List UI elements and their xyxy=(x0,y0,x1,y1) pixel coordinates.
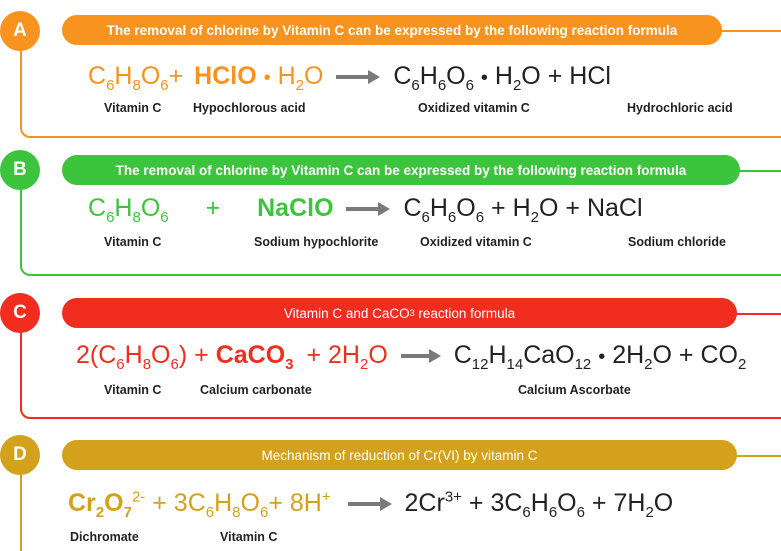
dot-sign: • xyxy=(480,67,488,89)
co2-formula: CO2 xyxy=(700,341,747,373)
panel-d-banner: Mechanism of reduction of Cr(VI) by vita… xyxy=(62,440,737,470)
plus-sign: + xyxy=(565,194,580,222)
panel-c-banner-text-end: reaction formula xyxy=(414,305,516,321)
label-oxidized-vitamin-c: Oxidized vitamin C xyxy=(420,235,532,249)
label-vitamin-c: Vitamin C xyxy=(104,383,162,397)
dichromate-formula: Cr2O72- xyxy=(68,488,146,521)
hclo-formula: HClO xyxy=(194,62,257,90)
vitamin-c-formula: C6H8O6 xyxy=(88,194,169,226)
plus-sign: + xyxy=(491,194,506,222)
label-hydrochloric-acid: Hydrochloric acid xyxy=(627,101,733,115)
water-term: 2H2O xyxy=(328,341,388,373)
label-vitamin-c: Vitamin C xyxy=(104,235,162,249)
calcium-ascorbate-formula: C12H14CaO12 xyxy=(453,341,592,373)
nacl-formula: NaCl xyxy=(586,194,643,222)
panel-a-badge: A xyxy=(0,11,40,51)
panel-c-badge: C xyxy=(0,293,40,333)
hydrogen-ion-term: 8H+ xyxy=(289,488,331,517)
water-formula: H2O xyxy=(494,62,541,94)
plus-sign: + xyxy=(306,341,322,369)
plus-sign: + xyxy=(591,489,607,517)
panel-a-frame xyxy=(20,30,781,138)
panel-a-banner-tail xyxy=(720,30,781,32)
caco3-formula: CaCO3 xyxy=(215,341,294,373)
water-term: 2H2O xyxy=(612,341,672,373)
arrow-icon xyxy=(400,349,441,364)
panel-d: D Mechanism of reduction of Cr(VI) by vi… xyxy=(0,433,781,551)
equation-c: 2(C6H8O6) + CaCO3 + 2H2O C12H14CaO12 • 2… xyxy=(76,341,747,373)
panel-c-frame xyxy=(20,313,781,419)
panel-c-banner-tail xyxy=(735,313,781,315)
naclo-formula: NaClO xyxy=(257,194,334,222)
label-sodium-hypochlorite: Sodium hypochlorite xyxy=(254,235,379,249)
arrow-icon xyxy=(336,70,381,85)
panel-a: A The removal of chlorine by Vitamin C c… xyxy=(0,0,781,138)
equation-b: C6H8O6 + NaClO C6H6O6 + H2O + NaCl xyxy=(88,194,643,226)
vitamin-c-formula: C6H8O6 xyxy=(88,62,169,94)
vitamin-c-term: 2(C6H8O6) xyxy=(76,341,188,373)
label-vitamin-c: Vitamin C xyxy=(220,530,278,544)
panel-a-banner: The removal of chlorine by Vitamin C can… xyxy=(62,15,722,45)
oxidized-vitamin-c-term: 3C6H6O6 xyxy=(490,489,585,521)
hcl-formula: HCl xyxy=(569,62,611,90)
panel-d-banner-tail xyxy=(735,455,781,457)
plus-sign: + xyxy=(152,489,167,517)
arrow-icon xyxy=(347,497,392,512)
equation-a: C6H8O6+ HClO • H2O C6H6O6 • H2O + HCl xyxy=(88,62,611,94)
chromium-ion-term: 2Cr3+ xyxy=(404,488,462,517)
vitamin-c-term: 3C6H8O6 xyxy=(173,489,269,521)
water-formula: H2O xyxy=(277,62,324,94)
panel-b-banner-tail xyxy=(738,170,781,172)
dot-sign: • xyxy=(598,346,606,368)
plus-sign: + xyxy=(268,489,283,517)
water-term: 7H2O xyxy=(613,489,674,521)
arrow-icon xyxy=(346,202,391,217)
label-sodium-chloride: Sodium chloride xyxy=(628,235,726,249)
plus-sign: + xyxy=(547,62,563,90)
equation-d: Cr2O72- + 3C6H8O6+ 8H+ 2Cr3+ + 3C6H6O6 +… xyxy=(68,488,674,521)
label-calcium-ascorbate: Calcium Ascorbate xyxy=(518,383,631,397)
label-dichromate: Dichromate xyxy=(70,530,139,544)
plus-sign: + xyxy=(168,62,184,90)
plus-sign: + xyxy=(468,489,484,517)
panel-b: B The removal of chlorine by Vitamin C c… xyxy=(0,146,781,276)
label-hypochlorous-acid: Hypochlorous acid xyxy=(193,101,306,115)
panel-c-banner-text: Vitamin C and CaCO xyxy=(283,305,410,321)
panel-b-banner: The removal of chlorine by Vitamin C can… xyxy=(62,155,740,185)
oxidized-vitamin-c-formula: C6H6O6 xyxy=(393,62,474,94)
oxidized-vitamin-c-formula: C6H6O6 xyxy=(403,194,485,226)
panel-d-frame xyxy=(20,455,22,551)
dot-sign: • xyxy=(263,67,271,89)
label-vitamin-c: Vitamin C xyxy=(104,101,162,115)
plus-sign: + xyxy=(205,194,221,222)
water-formula: H2O xyxy=(512,194,559,226)
plus-sign: + xyxy=(678,341,694,369)
plus-sign: + xyxy=(194,341,209,369)
panel-b-badge: B xyxy=(0,150,40,190)
panel-d-badge: D xyxy=(0,435,40,475)
panel-b-frame xyxy=(20,170,781,276)
label-oxidized-vitamin-c: Oxidized vitamin C xyxy=(418,101,530,115)
label-calcium-carbonate: Calcium carbonate xyxy=(200,383,312,397)
